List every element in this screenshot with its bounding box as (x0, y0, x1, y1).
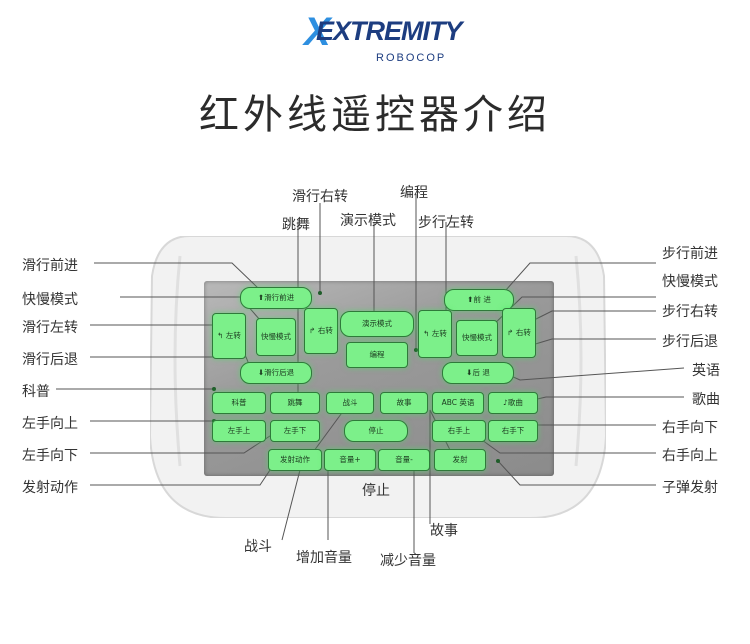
walk-speed-mode-button[interactable]: 快慢模式 (456, 320, 498, 356)
label-speed-mode-left: 快慢模式 (22, 292, 78, 308)
label-left-hand-down: 左手向下 (22, 448, 78, 464)
stop-caption: 停止 (362, 483, 390, 499)
glide-back-button[interactable]: ⬇滑行后退 (240, 362, 312, 384)
volume-up-button[interactable]: 音量+ (324, 449, 376, 471)
label-dance: 跳舞 (282, 217, 310, 233)
fight-button[interactable]: 战斗 (326, 392, 374, 414)
volume-down-button[interactable]: 音量- (378, 449, 430, 471)
label-bullet-shoot: 子弹发射 (662, 480, 718, 496)
program-button[interactable]: 编程 (346, 342, 408, 368)
logo-x-letter: X (304, 10, 331, 54)
story-button[interactable]: 故事 (380, 392, 428, 414)
walk-right-button[interactable]: ↱ 右转 (502, 308, 536, 358)
science-button[interactable]: 科普 (212, 392, 266, 414)
label-walk-back: 步行后退 (662, 334, 718, 350)
label-glide-back: 滑行后退 (22, 352, 78, 368)
label-story: 故事 (430, 523, 458, 539)
label-glide-forward: 滑行前进 (22, 258, 78, 274)
label-song: 歌曲 (692, 392, 720, 408)
left-hand-up-button[interactable]: 左手上 (212, 420, 266, 442)
logo-brand: EXTREMITY (316, 16, 463, 46)
walk-forward-button[interactable]: ⬆前 进 (444, 289, 514, 311)
left-hand-down-button[interactable]: 左手下 (270, 420, 320, 442)
label-volume-up: 增加音量 (296, 550, 352, 566)
label-speed-mode-right: 快慢模式 (662, 274, 718, 290)
glide-left-button[interactable]: ↰ 左转 (212, 313, 246, 359)
right-hand-up-button[interactable]: 右手上 (432, 420, 486, 442)
walk-left-button[interactable]: ↰ 左转 (418, 310, 452, 358)
fire-action-button[interactable]: 发射动作 (268, 449, 322, 471)
label-english: 英语 (692, 363, 720, 379)
label-fight: 战斗 (244, 539, 272, 555)
label-walk-forward: 步行前进 (662, 246, 718, 262)
glide-right-button[interactable]: ↱ 右转 (304, 308, 338, 354)
label-left-hand-up: 左手向上 (22, 416, 78, 432)
english-button[interactable]: ABC 英语 (432, 392, 484, 414)
label-fire-action: 发射动作 (22, 480, 78, 496)
glide-speed-mode-button[interactable]: 快慢模式 (256, 318, 296, 356)
stop-button[interactable]: 停止 (344, 420, 408, 442)
walk-back-button[interactable]: ⬇后 退 (442, 362, 514, 384)
label-walk-left: 步行左转 (418, 215, 474, 231)
glide-forward-button[interactable]: ⬆滑行前进 (240, 287, 312, 309)
logo-sub: ROBOCOP (376, 52, 447, 64)
label-walk-right: 步行右转 (662, 304, 718, 320)
label-glide-left: 滑行左转 (22, 320, 78, 336)
demo-mode-button[interactable]: 演示模式 (340, 311, 414, 337)
label-program: 编程 (400, 185, 428, 201)
shoot-button[interactable]: 发射 (434, 449, 486, 471)
label-demo-mode: 演示模式 (340, 213, 396, 229)
label-volume-down: 减少音量 (380, 553, 436, 569)
page-title: 红外线遥控器介绍 (199, 92, 551, 138)
label-right-hand-up: 右手向上 (662, 448, 718, 464)
brand-logo: X EXTREMITY ROBOCOP (304, 10, 463, 66)
song-button[interactable]: ♪歌曲 (488, 392, 538, 414)
label-science: 科普 (22, 384, 50, 400)
dance-button[interactable]: 跳舞 (270, 392, 320, 414)
label-right-hand-down: 右手向下 (662, 420, 718, 436)
right-hand-down-button[interactable]: 右手下 (488, 420, 538, 442)
label-glide-right: 滑行右转 (292, 189, 348, 205)
